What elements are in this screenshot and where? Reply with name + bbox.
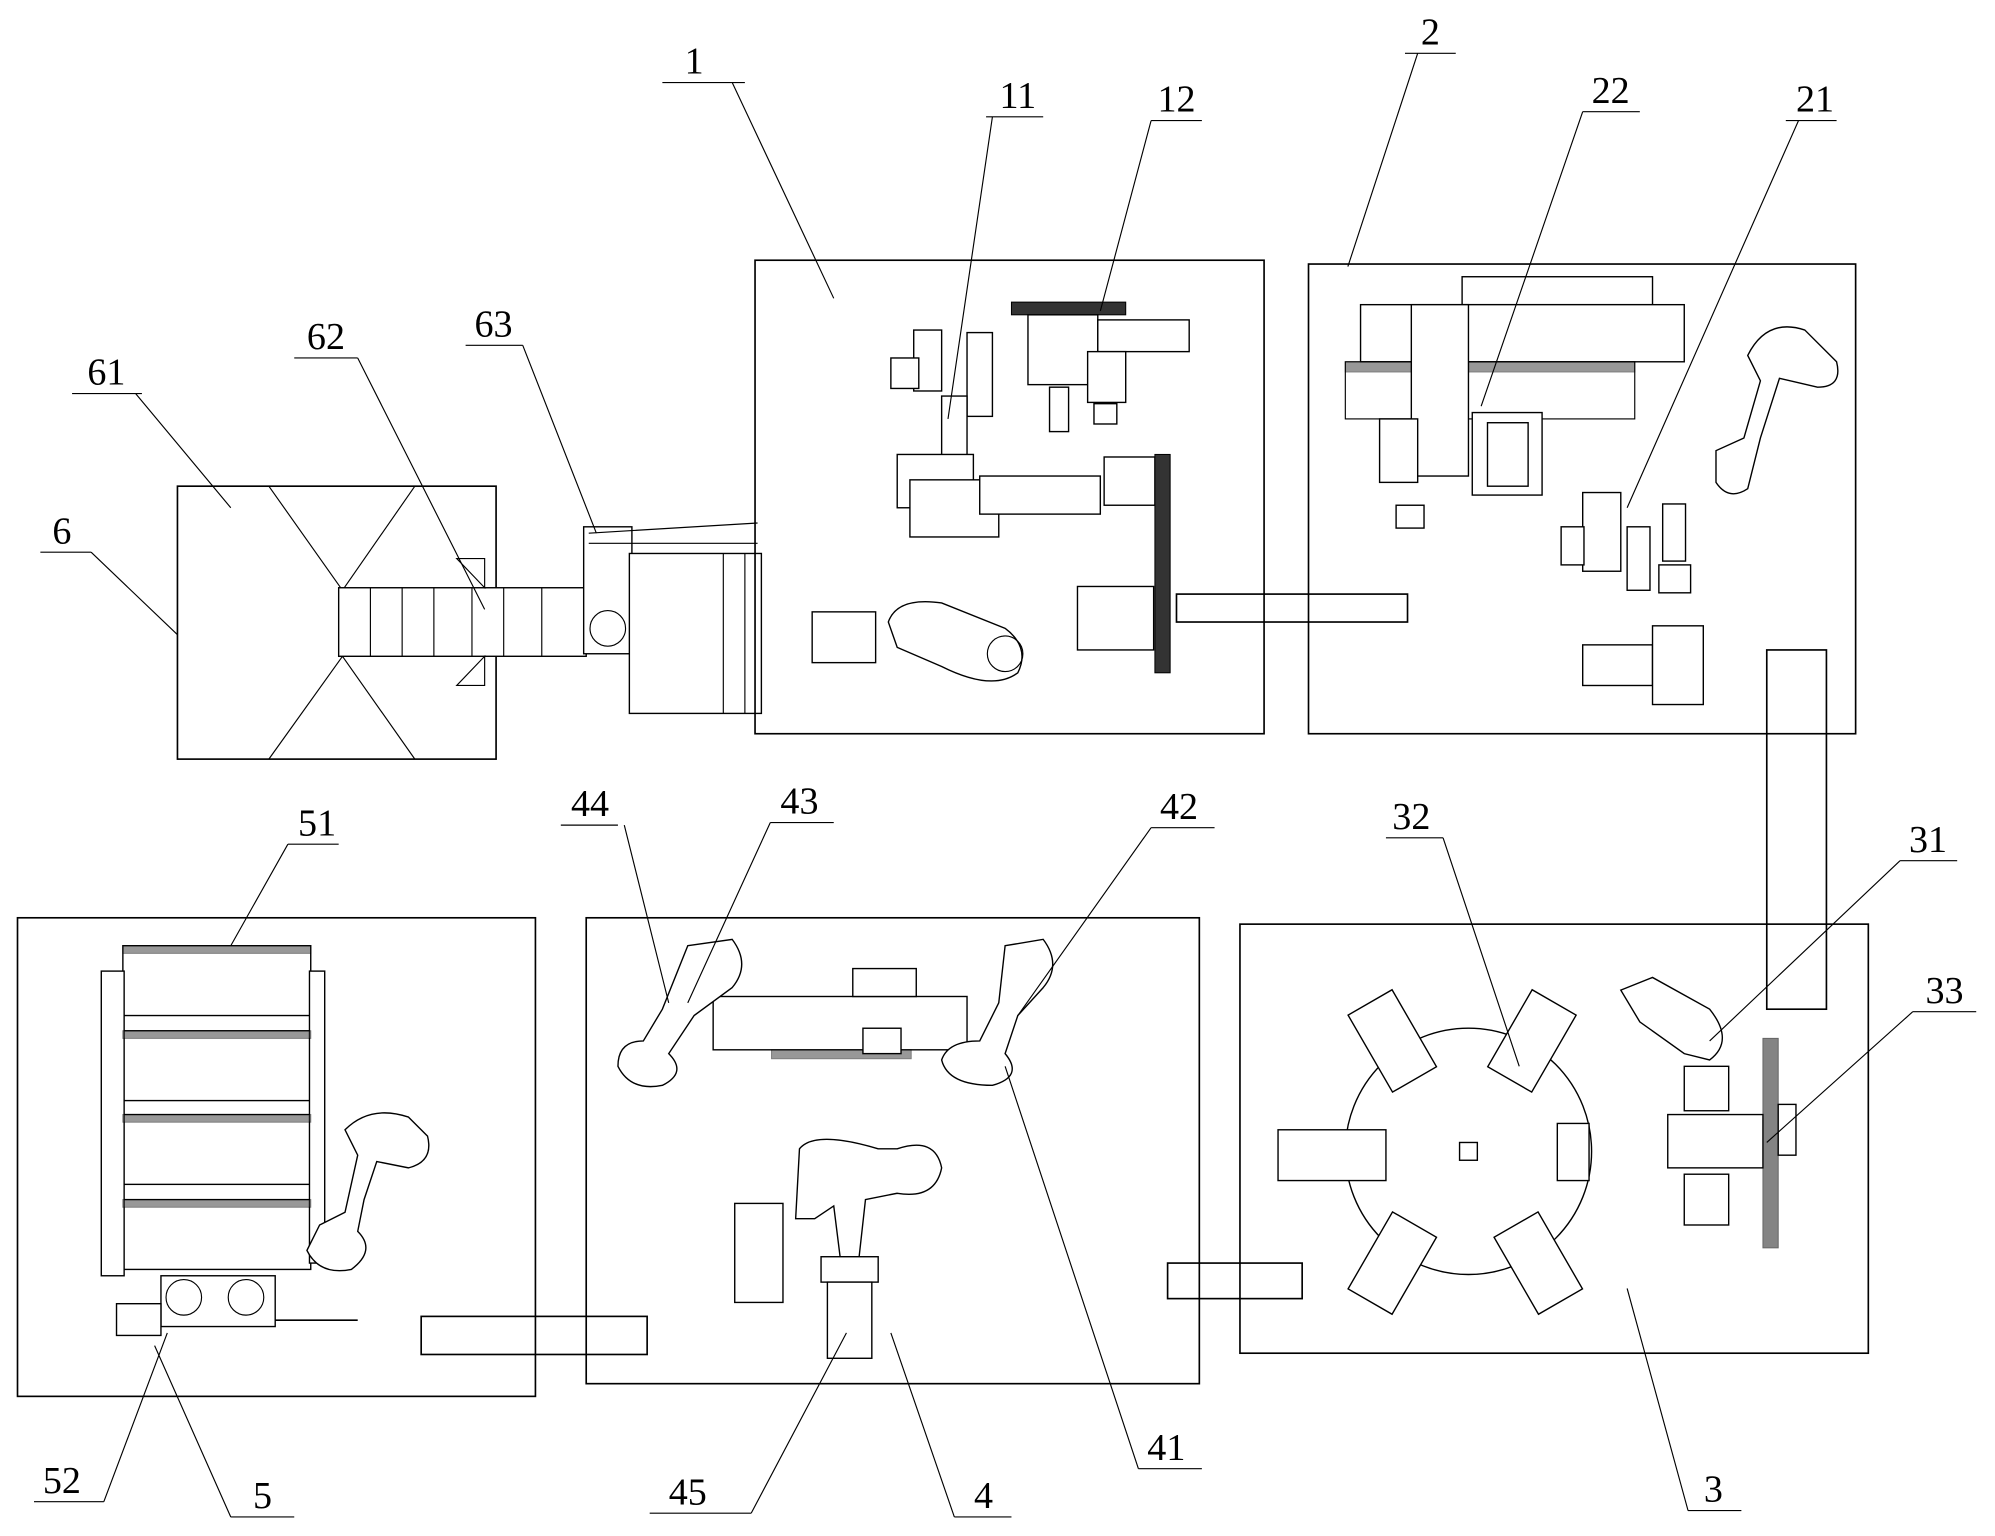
station-3 xyxy=(1240,924,1868,1353)
label-44: 44 xyxy=(571,783,609,825)
label-62: 62 xyxy=(307,316,345,358)
leader-lines xyxy=(34,53,1976,1517)
label-21: 21 xyxy=(1796,79,1834,121)
label-1: 1 xyxy=(685,41,704,83)
label-33: 33 xyxy=(1925,970,1963,1012)
station-5 xyxy=(18,918,536,1397)
label-11: 11 xyxy=(999,75,1036,117)
label-5: 5 xyxy=(253,1475,272,1517)
label-42: 42 xyxy=(1160,786,1198,828)
label-31: 31 xyxy=(1909,819,1947,861)
connector-1-2 xyxy=(1176,594,1407,622)
label-63: 63 xyxy=(475,303,513,345)
label-6: 6 xyxy=(52,510,71,552)
label-41: 41 xyxy=(1147,1427,1185,1469)
label-12: 12 xyxy=(1157,79,1195,121)
label-22: 22 xyxy=(1592,70,1630,112)
station-6-feeder xyxy=(177,486,761,759)
label-51: 51 xyxy=(298,802,336,844)
label-3: 3 xyxy=(1704,1469,1723,1511)
station-4 xyxy=(586,918,1199,1384)
station-1 xyxy=(755,260,1264,733)
label-52: 52 xyxy=(43,1460,81,1502)
station-2 xyxy=(1309,264,1856,734)
reference-labels: 1 11 12 2 22 21 61 62 63 6 51 44 43 42 3… xyxy=(43,11,1964,1517)
label-61: 61 xyxy=(87,352,125,394)
label-2: 2 xyxy=(1421,11,1440,53)
connector-2-3 xyxy=(1767,650,1827,1009)
label-4: 4 xyxy=(974,1475,993,1517)
label-32: 32 xyxy=(1392,796,1430,838)
connector-3-4 xyxy=(1168,1263,1303,1299)
label-43: 43 xyxy=(780,781,818,823)
connector-4-5 xyxy=(421,1316,647,1354)
feed-conveyor xyxy=(339,588,587,657)
label-45: 45 xyxy=(669,1471,707,1513)
